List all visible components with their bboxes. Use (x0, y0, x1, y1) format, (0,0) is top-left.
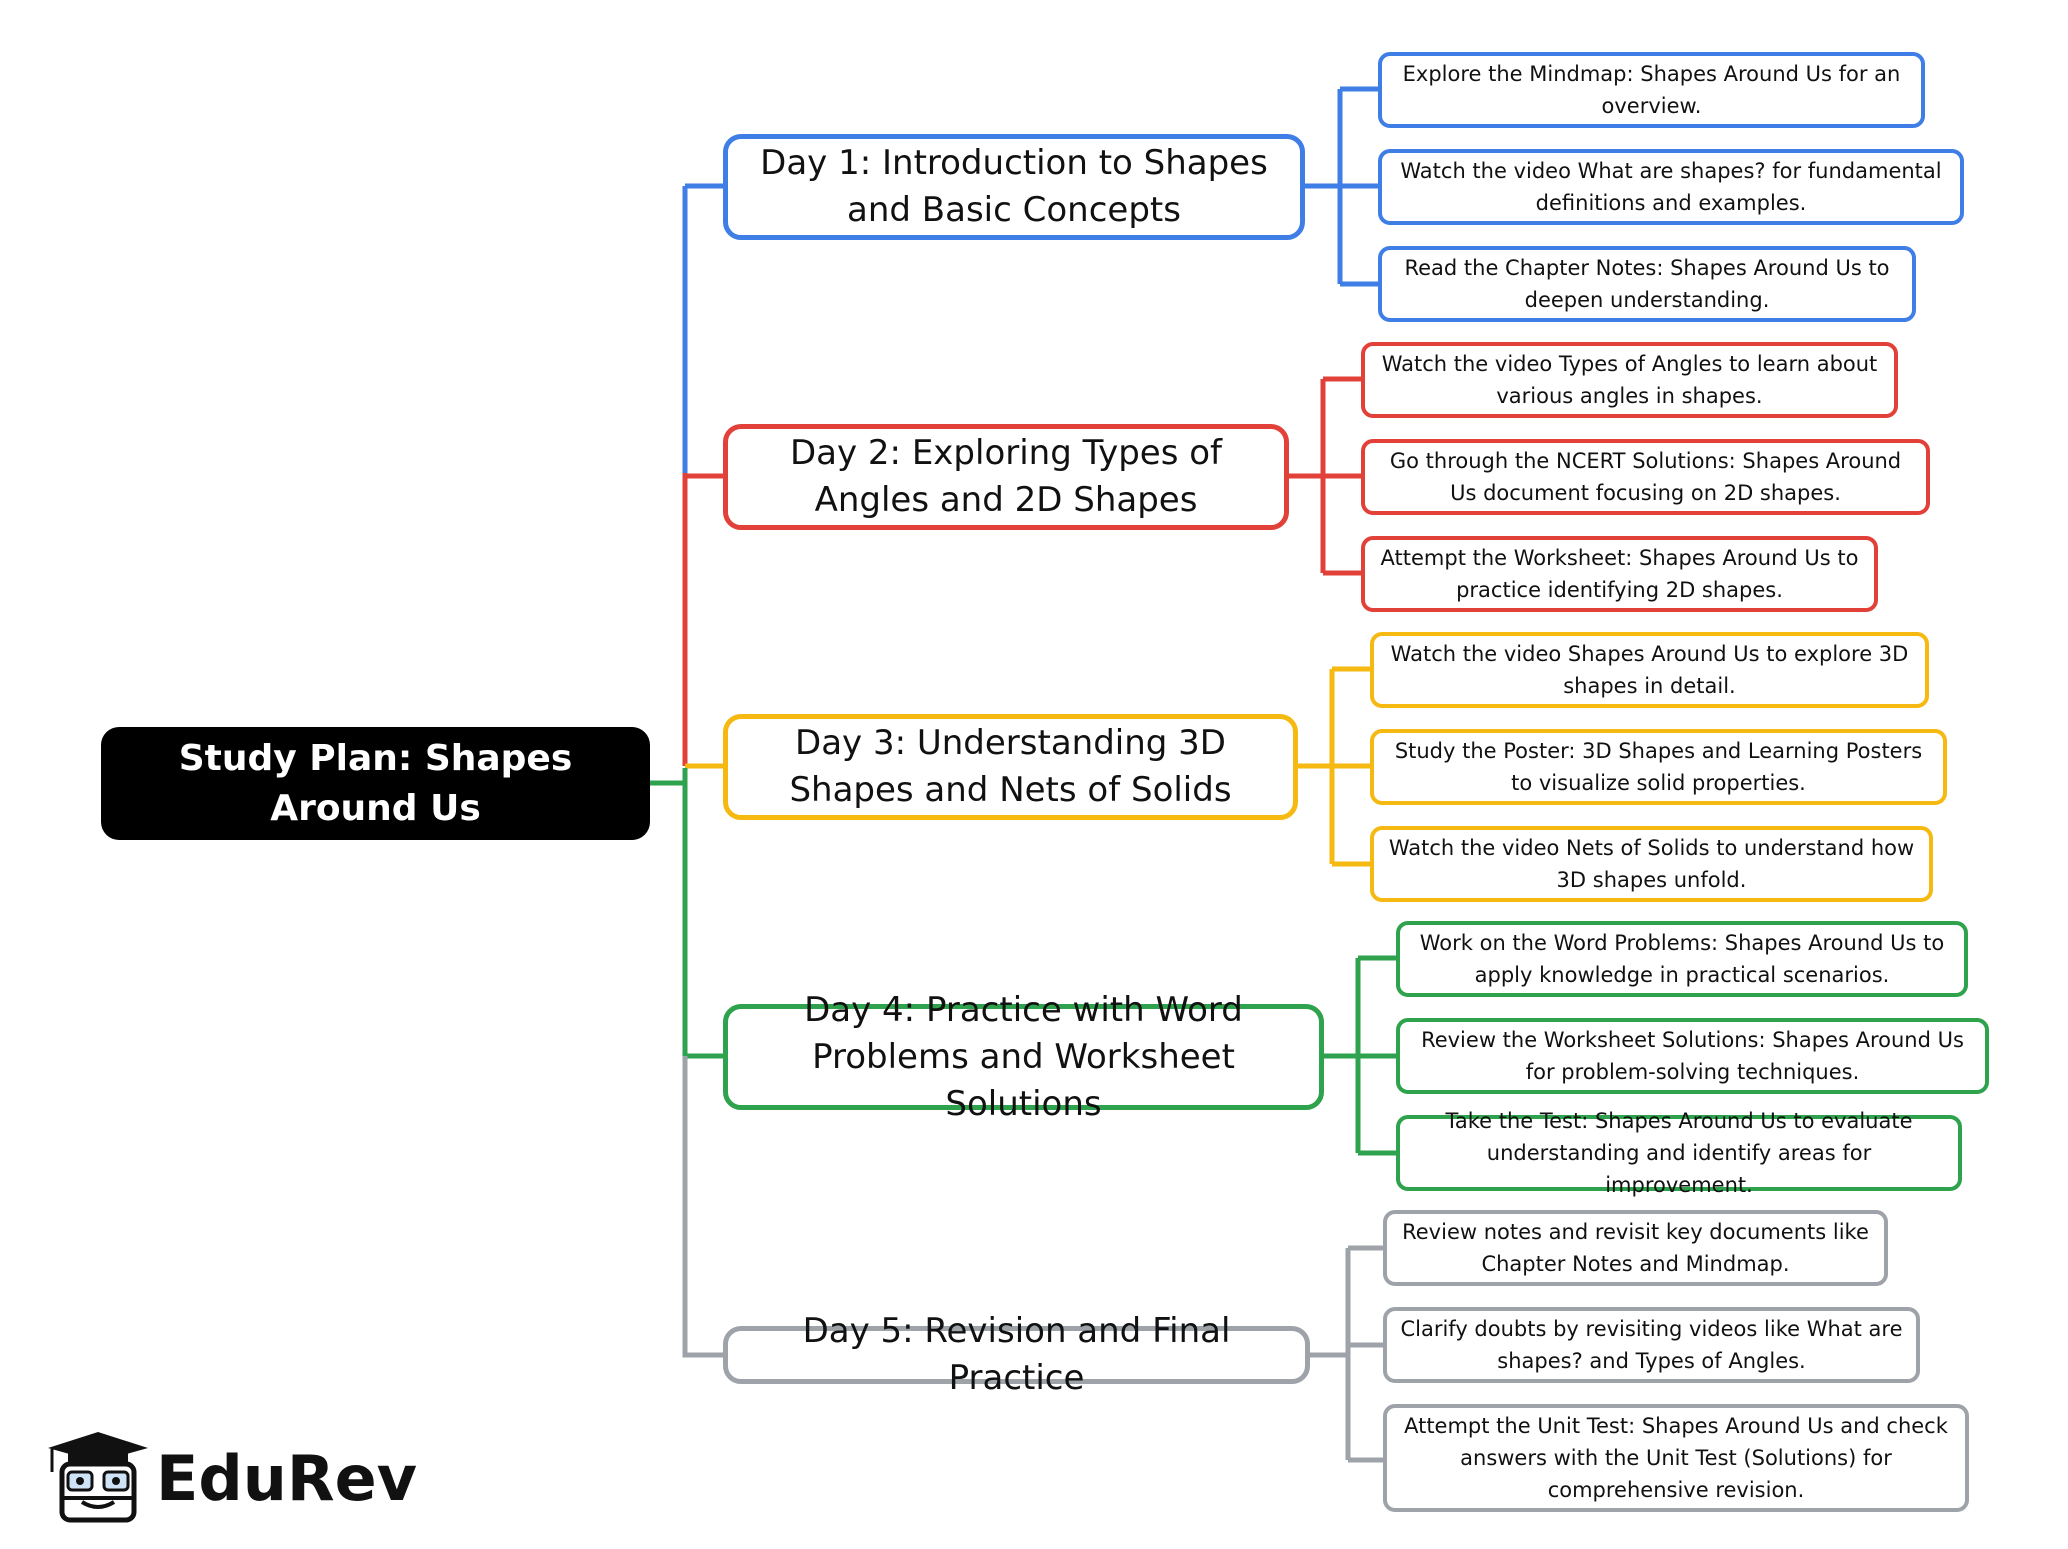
task-text: Review notes and revisit key documents l… (1402, 1220, 1869, 1276)
task-text: Watch the video What are shapes? for fun… (1400, 159, 1942, 215)
day-5-label: Day 5: Revision and Final Practice (802, 1311, 1231, 1398)
task-text: Attempt the Worksheet: Shapes Around Us … (1380, 546, 1859, 602)
day-4-task-1: Work on the Word Problems: Shapes Around… (1396, 921, 1968, 997)
day-2-node: Day 2: Exploring Types of Angles and 2D … (723, 424, 1289, 530)
day-1-node: Day 1: Introduction to Shapes and Basic … (723, 134, 1305, 240)
day-3-label: Day 3: Understanding 3D Shapes and Nets … (789, 723, 1232, 810)
day-5-task-3: Attempt the Unit Test: Shapes Around Us … (1383, 1404, 1969, 1512)
day-2-task-1: Watch the video Types of Angles to learn… (1361, 342, 1898, 418)
day-3-node: Day 3: Understanding 3D Shapes and Nets … (723, 714, 1298, 820)
brand-name: EduRev (156, 1442, 418, 1515)
day-2-label: Day 2: Exploring Types of Angles and 2D … (789, 433, 1223, 520)
day-5-task-2: Clarify doubts by revisiting videos like… (1383, 1307, 1920, 1383)
task-text: Explore the Mindmap: Shapes Around Us fo… (1402, 62, 1901, 118)
day-5-node: Day 5: Revision and Final Practice (723, 1311, 1310, 1398)
task-text: Go through the NCERT Solutions: Shapes A… (1389, 449, 1902, 505)
task-text: Read the Chapter Notes: Shapes Around Us… (1404, 256, 1890, 312)
day-3-task-1: Watch the video Shapes Around Us to expl… (1370, 632, 1929, 708)
root-node: Study Plan: Shapes Around Us (101, 727, 650, 840)
day-4-label: Day 4: Practice with Word Problems and W… (804, 989, 1243, 1124)
task-text: Take the Test: Shapes Around Us to evalu… (1445, 1109, 1913, 1197)
day-2-task-3: Attempt the Worksheet: Shapes Around Us … (1361, 536, 1878, 612)
day-1-task-3: Read the Chapter Notes: Shapes Around Us… (1378, 246, 1916, 322)
day-1-task-1: Explore the Mindmap: Shapes Around Us fo… (1378, 52, 1925, 128)
task-text: Work on the Word Problems: Shapes Around… (1419, 931, 1945, 987)
day-3-task-2: Study the Poster: 3D Shapes and Learning… (1370, 729, 1947, 805)
graduation-cap-mascot-icon (48, 1432, 148, 1523)
day-4-task-2: Review the Worksheet Solutions: Shapes A… (1396, 1018, 1989, 1094)
task-text: Watch the video Nets of Solids to unders… (1388, 836, 1915, 892)
day-4-task-3: Take the Test: Shapes Around Us to evalu… (1396, 1109, 1962, 1197)
task-text: Attempt the Unit Test: Shapes Around Us … (1404, 1414, 1948, 1502)
task-text: Study the Poster: 3D Shapes and Learning… (1394, 739, 1923, 795)
day-5-task-1: Review notes and revisit key documents l… (1383, 1210, 1888, 1286)
task-text: Watch the video Types of Angles to learn… (1381, 352, 1878, 408)
day-4-node: Day 4: Practice with Word Problems and W… (723, 990, 1324, 1124)
task-text: Clarify doubts by revisiting videos like… (1400, 1317, 1903, 1373)
task-text: Review the Worksheet Solutions: Shapes A… (1421, 1028, 1964, 1084)
day-1-task-2: Watch the video What are shapes? for fun… (1378, 149, 1964, 225)
day-1-label: Day 1: Introduction to Shapes and Basic … (760, 143, 1268, 230)
task-text: Watch the video Shapes Around Us to expl… (1390, 642, 1909, 698)
day-3-task-3: Watch the video Nets of Solids to unders… (1370, 826, 1933, 902)
day-2-task-2: Go through the NCERT Solutions: Shapes A… (1361, 439, 1930, 515)
root-label: Study Plan: Shapes Around Us (178, 737, 573, 829)
